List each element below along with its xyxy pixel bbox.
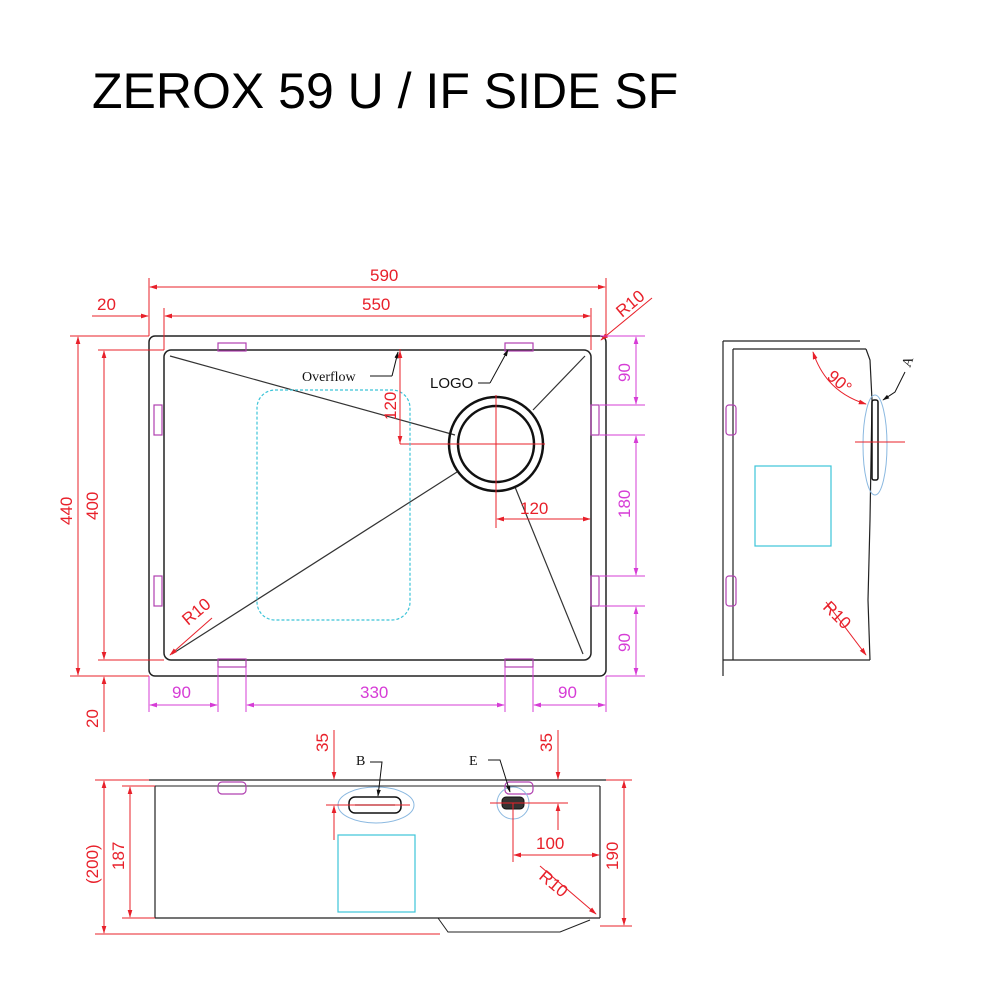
radius-leader	[169, 617, 213, 656]
dim-drain-offset: 120	[520, 499, 548, 518]
radius-leader	[600, 297, 653, 341]
logo-leader	[489, 349, 509, 384]
overflow-label: Overflow	[302, 370, 357, 385]
logo-label: LOGO	[430, 375, 473, 392]
radius-leader	[539, 865, 597, 915]
dim-bottom-rim: 20	[83, 709, 102, 728]
front-hidden-basket	[337, 834, 416, 913]
dim-side-clip-top: 90	[615, 363, 634, 382]
dim-total-height: (200)	[83, 844, 102, 884]
dim-bowl-depth: 400	[83, 492, 102, 520]
detail-e-label: E	[469, 754, 478, 769]
front-clip	[504, 781, 534, 795]
overflow-leader	[391, 351, 399, 377]
dim-inner-radius: R10	[178, 594, 214, 629]
page-title: ZEROX 59 U / IF SIDE SF	[92, 63, 679, 119]
dim-tap-offset: 100	[536, 834, 564, 853]
dim-clip-left: 90	[172, 683, 191, 702]
clip	[153, 404, 163, 436]
dim-bowl-width: 550	[362, 295, 390, 314]
sink-bowl-outline	[163, 349, 592, 661]
slope-line	[514, 486, 584, 655]
dim-clip-span: 330	[360, 683, 388, 702]
clip	[217, 658, 247, 668]
dim-inner-height: 187	[109, 842, 128, 870]
slope-line	[171, 471, 458, 655]
hidden-basket-outline	[256, 389, 411, 621]
sink-outer-rim	[148, 335, 607, 677]
side-back-wall	[865, 348, 873, 661]
detail-a-leader	[882, 371, 906, 401]
clip	[590, 575, 600, 607]
clip	[590, 404, 600, 436]
side-overflow	[871, 399, 879, 481]
detail-b-leader	[370, 761, 383, 797]
side-clip	[725, 404, 737, 436]
front-clip	[217, 781, 247, 795]
radius-leader	[825, 601, 867, 656]
dim-overflow-height: 35	[313, 733, 332, 752]
clip	[504, 658, 534, 668]
clip	[153, 575, 163, 607]
dim-side-clip-span: 180	[615, 490, 634, 518]
slope-line	[532, 355, 586, 411]
dim-left-rim: 20	[97, 295, 116, 314]
side-hidden-basket	[754, 465, 832, 547]
dim-side-clip-bottom: 90	[615, 633, 634, 652]
clip	[217, 342, 247, 352]
detail-b-label: B	[356, 754, 365, 769]
front-drain-bottom	[437, 917, 591, 933]
dim-overall-depth: 440	[57, 497, 76, 525]
dim-corner-radius: R10	[612, 286, 648, 321]
detail-a-highlight	[862, 394, 888, 496]
top-view: Overflow LOGO 590 550 20 R10 440 400	[57, 266, 653, 732]
angle-arc	[812, 351, 867, 405]
dim-overall-width: 590	[370, 266, 398, 285]
side-view: A 90° R10	[722, 340, 918, 676]
dim-tap-height: 35	[537, 733, 556, 752]
dim-overflow-offset: 120	[381, 392, 400, 420]
front-view: B E 35 35 100 (200) 187 190	[83, 730, 632, 935]
dim-front-radius: R10	[535, 867, 571, 902]
clip	[504, 342, 534, 352]
detail-e-leader	[488, 759, 511, 793]
dim-side-angle: 90°	[823, 367, 855, 398]
dim-side-radius: R10	[819, 597, 854, 632]
dim-bowl-height: 190	[603, 842, 622, 870]
mounting-clips	[153, 342, 600, 668]
slope-line	[169, 355, 456, 436]
detail-a-label: A	[900, 354, 918, 369]
dim-clip-right: 90	[558, 683, 577, 702]
side-clip	[725, 575, 737, 607]
